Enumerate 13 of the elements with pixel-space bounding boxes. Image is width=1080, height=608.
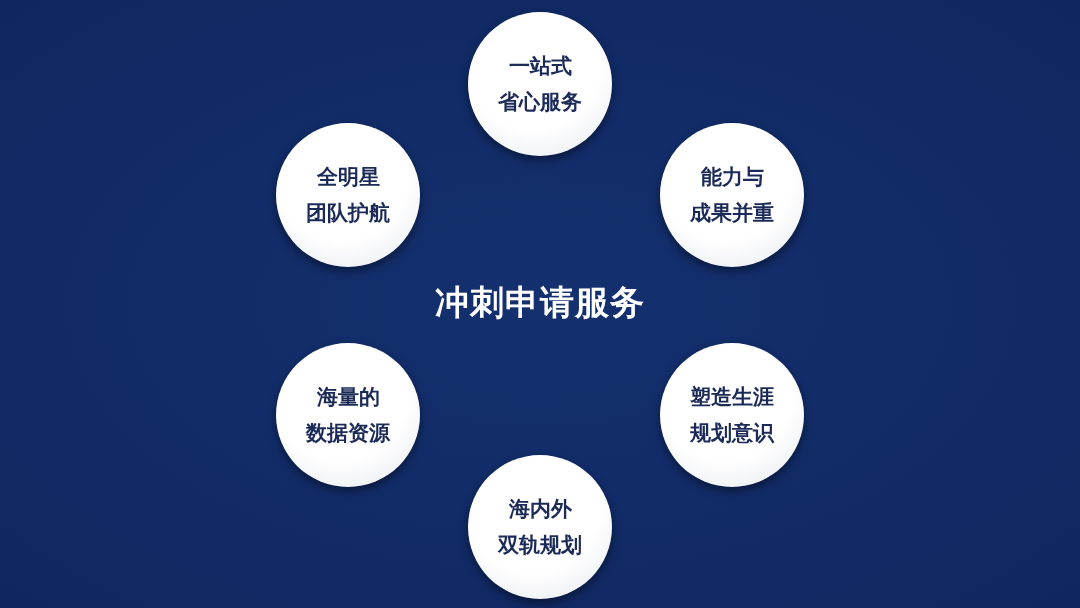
node-text: 海内外: [508, 496, 572, 523]
title: 冲刺申请服务: [434, 281, 646, 324]
node-text: 海量的: [316, 384, 380, 411]
node-text: 全明星: [316, 164, 380, 191]
node-text: 省心服务: [498, 89, 582, 116]
node-text: 规划意识: [690, 420, 774, 447]
node-text: 塑造生涯: [690, 384, 774, 411]
node-text: 一站式: [508, 53, 572, 80]
node-text: 数据资源: [306, 420, 390, 447]
node-text: 能力与: [700, 164, 764, 191]
node-text: 团队护航: [306, 200, 390, 227]
node-text: 双轨规划: [498, 532, 582, 559]
node-text: 成果并重: [690, 200, 774, 227]
